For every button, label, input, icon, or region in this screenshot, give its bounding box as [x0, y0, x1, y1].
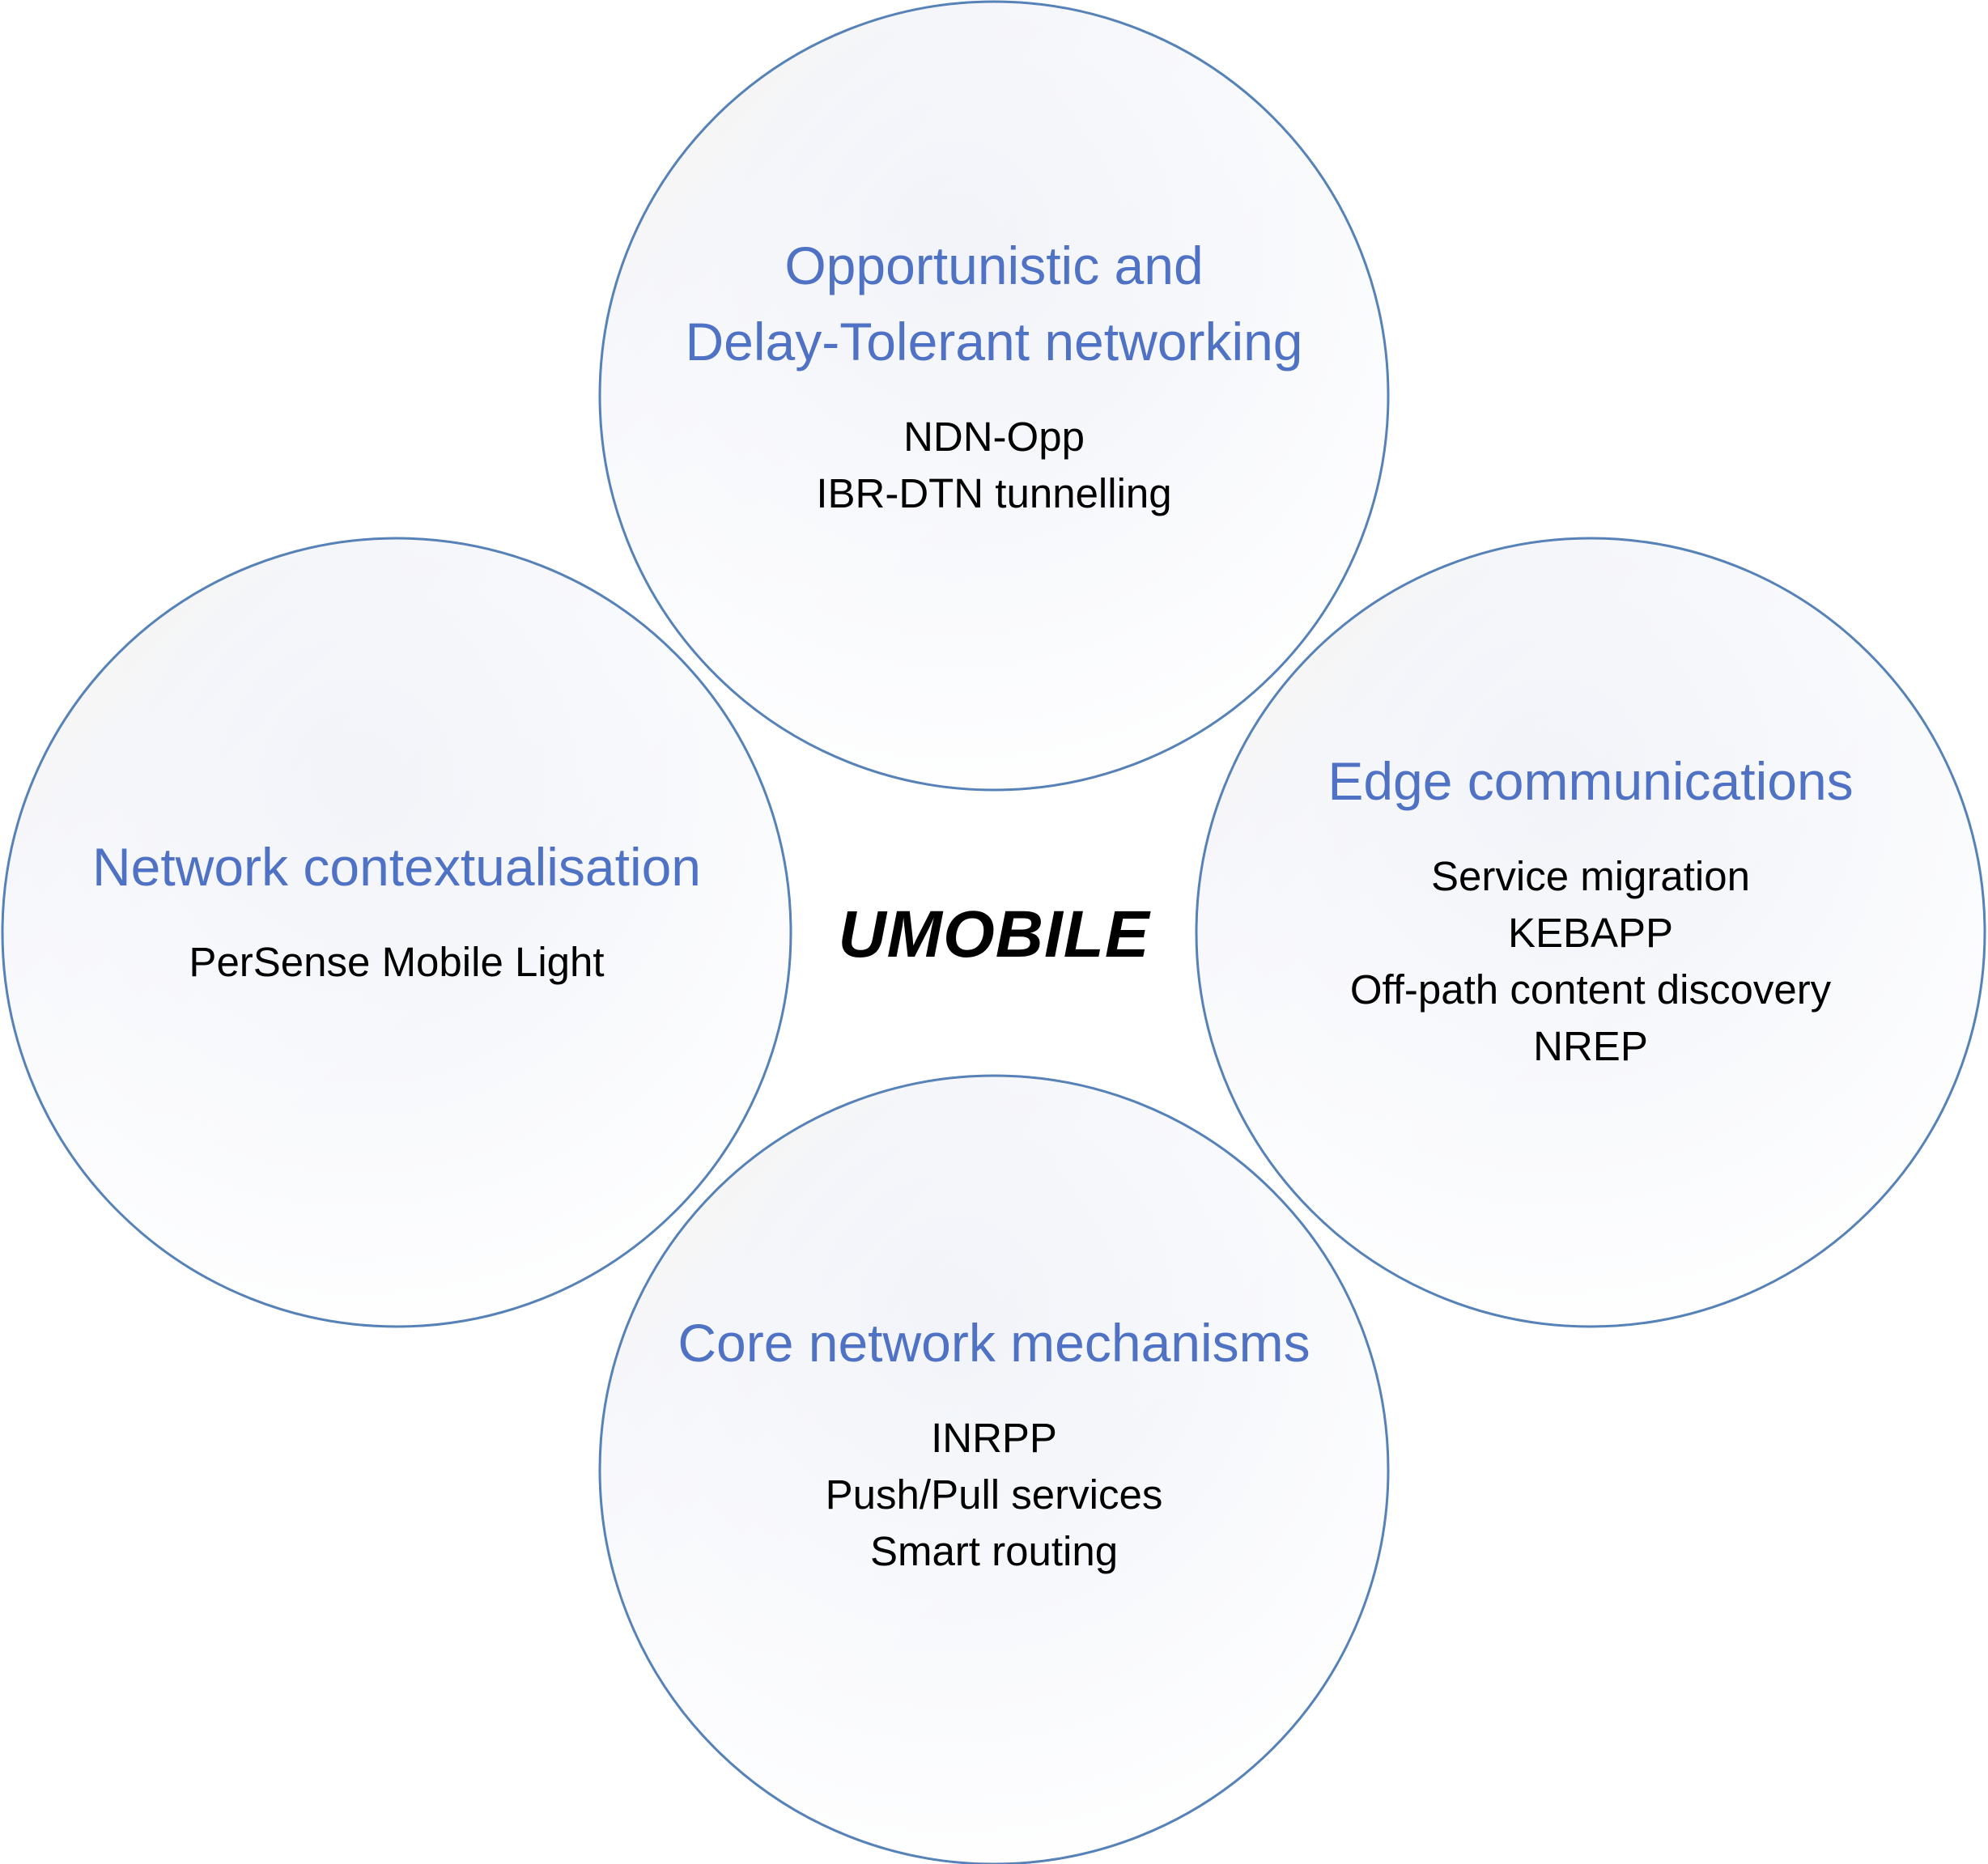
right-item-4: NREP	[1533, 1023, 1648, 1069]
bottom-title-line-1: Core network mechanisms	[678, 1313, 1310, 1373]
top-item-2: IBR-DTN tunnelling	[816, 470, 1172, 516]
bottom-item-3: Smart routing	[869, 1528, 1119, 1574]
left-circle-text: Network contextualisation PerSense Mobil…	[92, 829, 701, 991]
left-title-line-1: Network contextualisation	[91, 837, 702, 897]
top-circle-items: NDN-Opp IBR-DTN tunnelling	[685, 409, 1302, 522]
right-circle-text: Edge communications Service migration KE…	[1327, 743, 1853, 1075]
bottom-circle-text: Core network mechanisms INRPP Push/Pull …	[678, 1305, 1310, 1580]
center-label: UMOBILE	[838, 898, 1150, 971]
top-title-line-1: Opportunistic and	[784, 236, 1204, 295]
top-circle-text: Opportunistic and Delay-Tolerant network…	[685, 227, 1302, 522]
right-item-1: Service migration	[1431, 853, 1750, 899]
right-circle-title: Edge communications	[1327, 743, 1853, 819]
top-circle-title: Opportunistic and Delay-Tolerant network…	[685, 227, 1302, 380]
circle-bottom-outline	[598, 1074, 1390, 1864]
left-item-1: PerSense Mobile Light	[189, 939, 605, 985]
left-circle-items: PerSense Mobile Light	[92, 934, 701, 991]
bottom-item-1: INRPP	[931, 1415, 1057, 1461]
top-item-1: NDN-Opp	[903, 414, 1085, 460]
bottom-circle-items: INRPP Push/Pull services Smart routing	[678, 1410, 1310, 1580]
circle-top	[600, 2, 1388, 790]
bottom-item-2: Push/Pull services	[825, 1471, 1163, 1518]
right-circle-items: Service migration KEBAPP Off-path conten…	[1327, 848, 1853, 1075]
circle-left	[2, 538, 791, 1327]
circle-top-outline	[598, 0, 1390, 792]
right-item-2: KEBAPP	[1507, 910, 1674, 956]
bottom-circle-title: Core network mechanisms	[678, 1305, 1310, 1381]
circle-bottom	[600, 1076, 1388, 1864]
top-title-line-2: Delay-Tolerant networking	[685, 312, 1303, 372]
circle-right-outline	[1195, 537, 1986, 1328]
left-circle-title: Network contextualisation	[92, 829, 701, 905]
circle-left-outline	[1, 537, 792, 1328]
right-item-3: Off-path content discovery	[1349, 966, 1832, 1013]
circle-right	[1196, 538, 1985, 1327]
right-title-line-1: Edge communications	[1327, 751, 1854, 811]
